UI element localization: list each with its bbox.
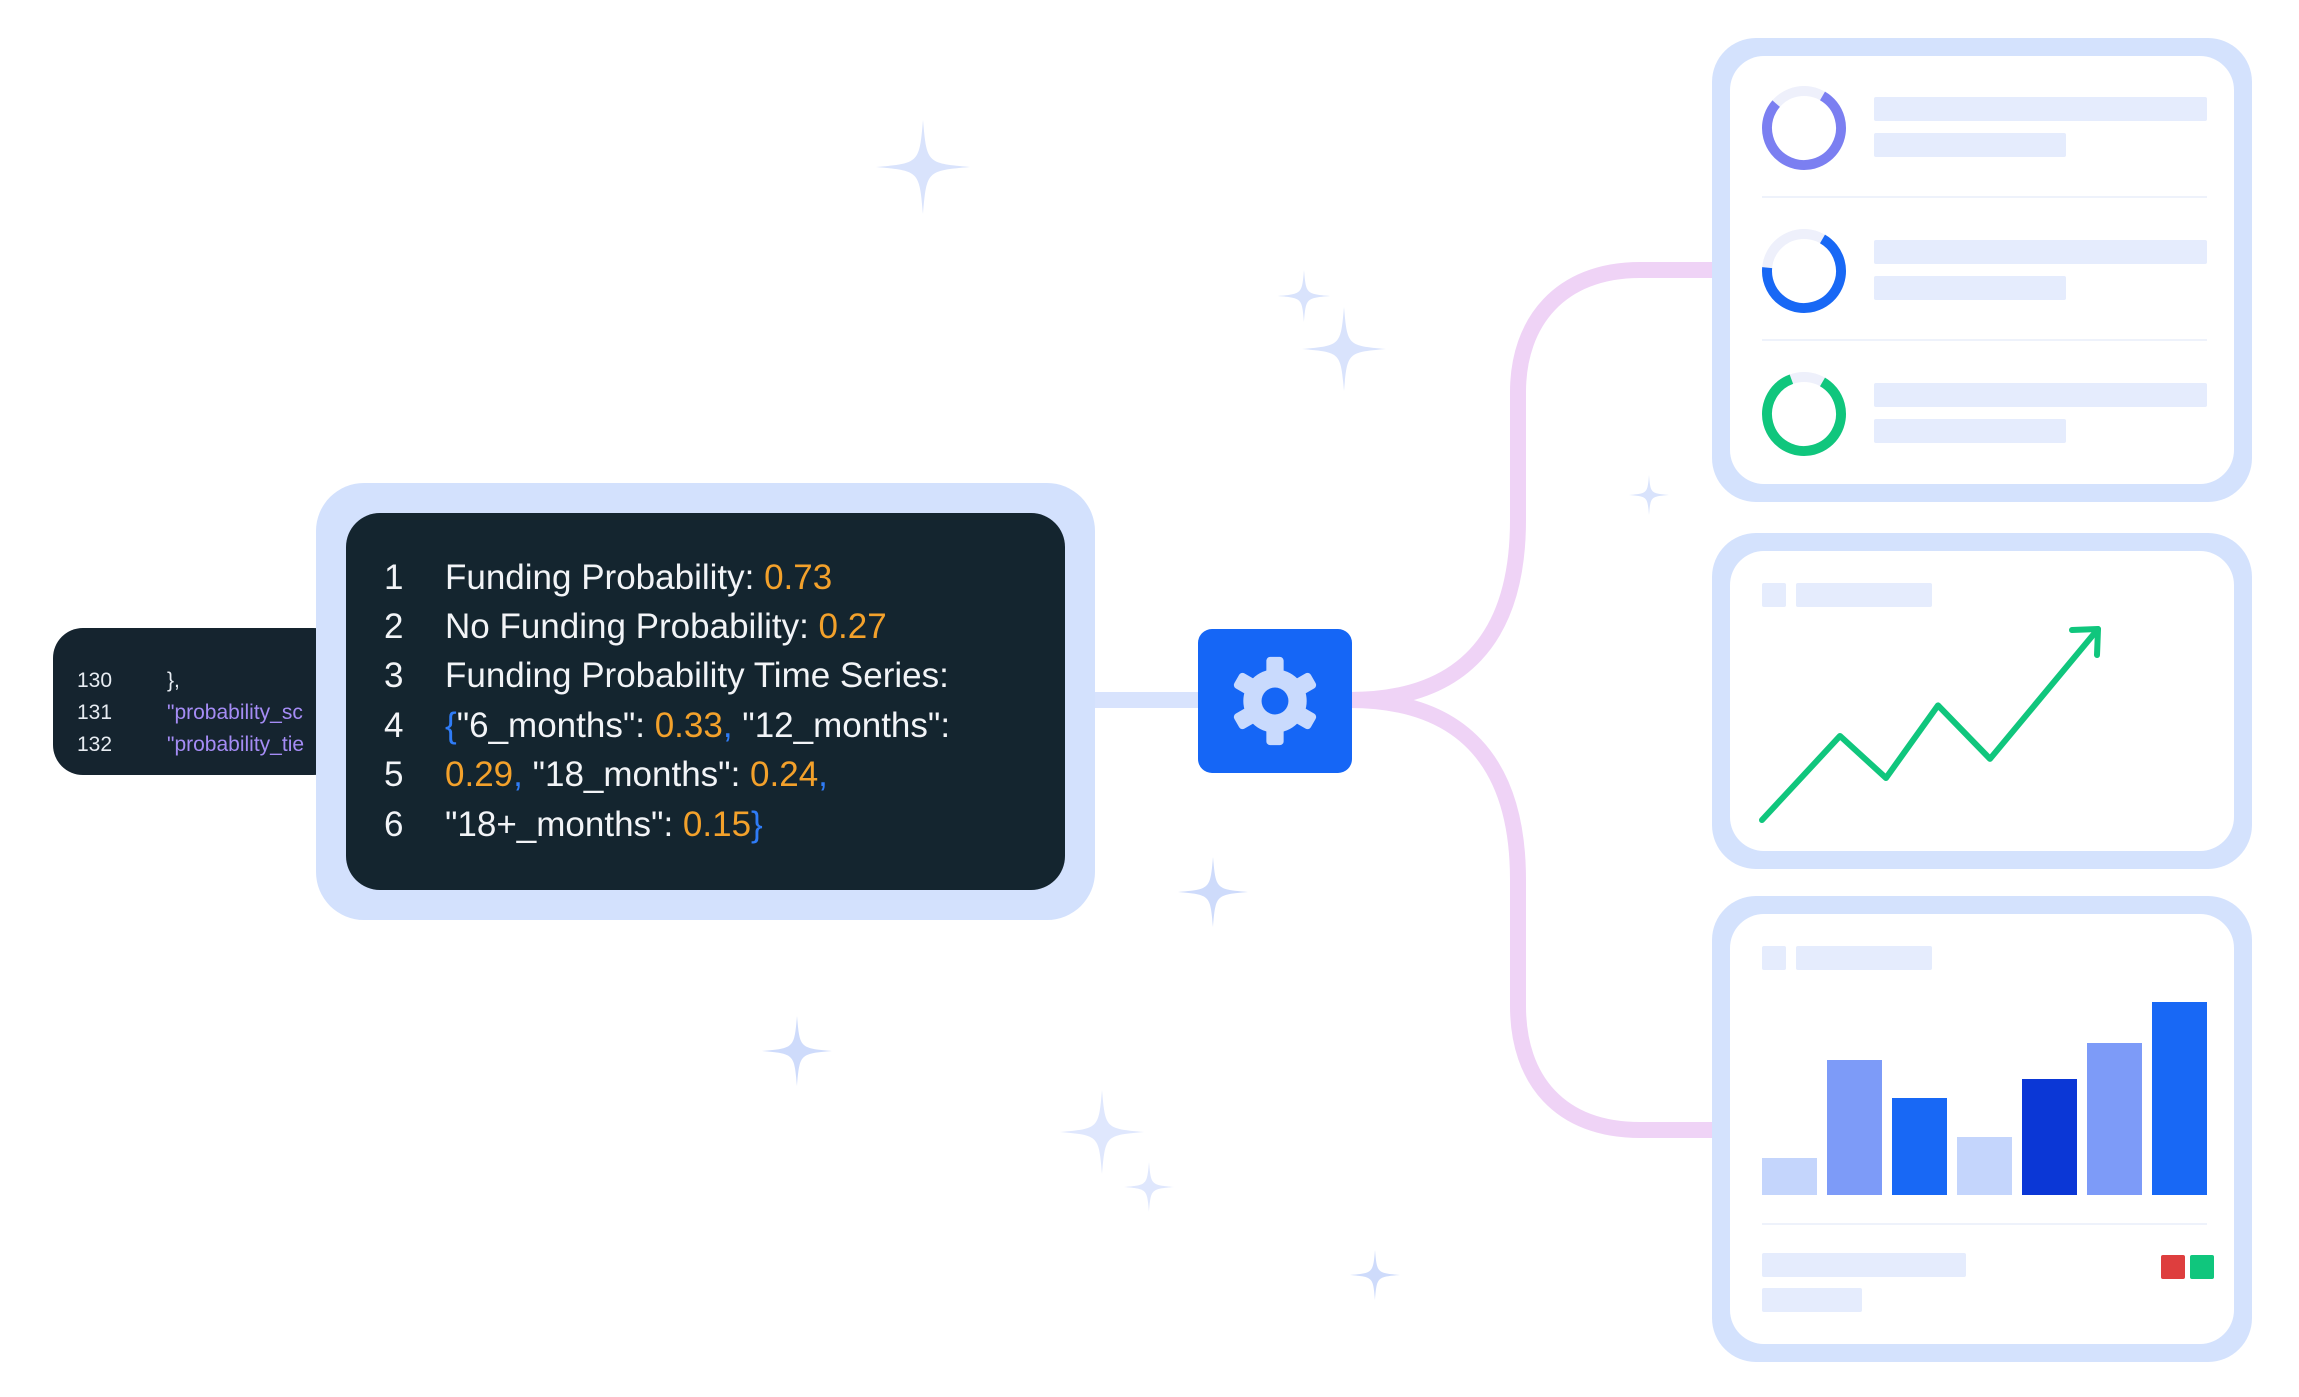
connector-gear-to-bar-card (1349, 692, 1730, 1138)
placeholder-line (1796, 946, 1932, 970)
line-number: 6 (384, 804, 404, 844)
legend-swatch (2161, 1255, 2185, 1279)
donut-arc (1762, 229, 1846, 313)
code-line: 2 No Funding Probability: 0.27 (384, 602, 887, 651)
donut-arc (1762, 86, 1846, 170)
line-text: "probability_tie (167, 733, 305, 756)
line-number: 130 (77, 669, 113, 692)
code-token: , (818, 755, 828, 795)
line-number: 131 (77, 701, 113, 724)
trend-line-chart (1759, 626, 2101, 823)
placeholder-line (1874, 97, 2207, 121)
bar (2152, 1002, 2207, 1195)
trend-line (1759, 626, 2101, 823)
placeholder-line (1874, 133, 2066, 157)
placeholder-line (1874, 383, 2207, 407)
donut-card-body (1730, 56, 2234, 484)
sparkle-icon (876, 120, 970, 214)
code-token: 0.27 (818, 606, 887, 646)
code-token: "12_months": (742, 705, 951, 745)
bar (1892, 1098, 1947, 1195)
placeholder-line (1796, 583, 1932, 607)
bar (2087, 1043, 2142, 1195)
line-number: 3 (384, 656, 404, 696)
placeholder-line (1762, 1253, 1966, 1277)
connector-gear-to-donut-card (1349, 262, 1730, 708)
divider (1762, 196, 2207, 198)
line-number: 4 (384, 705, 404, 745)
line-number: 1 (384, 557, 404, 597)
bar (1957, 1137, 2012, 1195)
code-token: Funding Probability: (445, 557, 765, 597)
code-line: 1 Funding Probability: 0.73 (384, 553, 832, 602)
sparkle-icon (1302, 307, 1386, 391)
code-line: 3 Funding Probability Time Series: (384, 652, 949, 701)
sparkle-icon (1350, 1250, 1400, 1300)
donut-arc (1762, 372, 1846, 456)
placeholder-line (1874, 276, 2066, 300)
line-number: 132 (77, 733, 113, 756)
code-token: , (722, 705, 743, 745)
code-line: 5 0.29, "18_months": 0.24, (384, 751, 828, 800)
code-panel (346, 513, 1065, 890)
code-token: 0.24 (750, 755, 819, 795)
sparkle-icon (762, 1016, 832, 1086)
sparkle-icon (1629, 475, 1669, 515)
bar (2022, 1079, 2077, 1195)
code-token: } (751, 804, 763, 844)
code-token: Funding Probability Time Series: (445, 656, 949, 696)
code-line: 6 "18+_months": 0.15} (384, 800, 763, 849)
donut-list (1762, 86, 1846, 456)
gear-icon (1233, 656, 1317, 746)
divider (1762, 1223, 2207, 1225)
placeholder-square (1762, 946, 1786, 970)
arrow-head-icon (2069, 626, 2101, 658)
bar (1762, 1158, 1817, 1195)
snippet-line: 130}, (53, 666, 180, 696)
code-line: 4 {"6_months": 0.33, "12_months": (384, 701, 950, 750)
sparkle-icon (1060, 1090, 1144, 1174)
code-token: 0.33 (654, 705, 723, 745)
sparkle-icon (1278, 270, 1330, 322)
divider (1762, 339, 2207, 341)
code-token: "18+_months": (445, 804, 683, 844)
placeholder-square (1762, 583, 1786, 607)
line-number: 5 (384, 755, 404, 795)
code-token: "6_months": (456, 705, 655, 745)
sparkle-icon (1124, 1162, 1174, 1212)
snippet-line: 131 "probability_sc (53, 698, 303, 728)
placeholder-line (1874, 240, 2207, 264)
line-text: }, (167, 669, 180, 692)
placeholder-line (1874, 419, 2066, 443)
line-number: 2 (384, 606, 404, 646)
code-snippet: 130}, 131 "probability_sc 132 "probability_t… (53, 628, 343, 775)
code-token: "18_months": (532, 755, 751, 795)
code-token: 0.73 (764, 557, 833, 597)
bar (1827, 1060, 1882, 1195)
code-token: No Funding Probability: (445, 606, 819, 646)
code-token: 0.29 (445, 755, 514, 795)
snippet-line: 132 "probability_tie (53, 730, 304, 760)
legend-swatch (2190, 1255, 2214, 1279)
sparkle-icon (1178, 857, 1248, 927)
process-button[interactable] (1198, 629, 1352, 773)
line-text: "probability_sc (167, 701, 303, 724)
code-token: , (513, 755, 533, 795)
code-token: { (445, 705, 457, 745)
code-token: 0.15 (682, 804, 752, 844)
placeholder-line (1762, 1288, 1862, 1312)
